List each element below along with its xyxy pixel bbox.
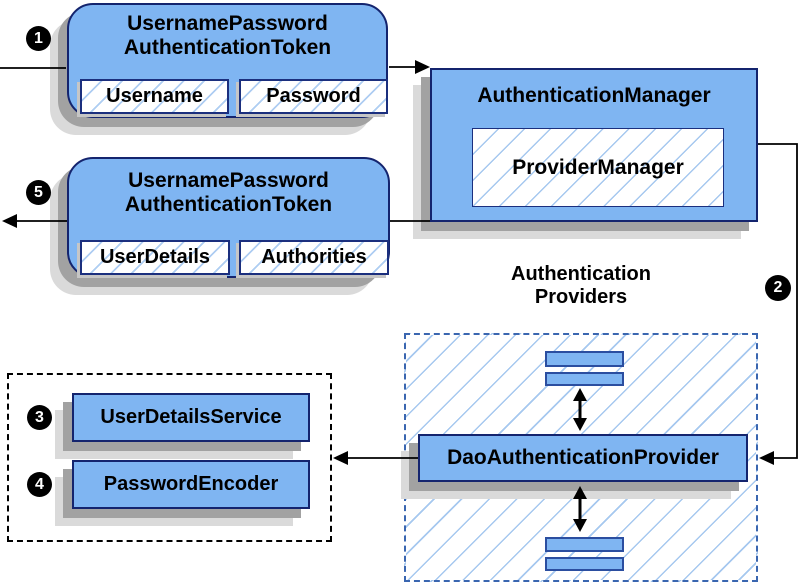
arrowhead-outgoing-response-icon <box>2 214 17 228</box>
step-badge-4: 4 <box>27 472 52 497</box>
authorities-field-box: Authorities <box>239 240 389 275</box>
arrowhead-into-manager-icon <box>415 60 430 74</box>
request-token-node: UsernamePassword AuthenticationToken Use… <box>67 3 388 118</box>
provider-placeholder-bar-top-2 <box>545 372 624 386</box>
connector-manager-to-dao <box>758 143 798 459</box>
password-encoder-label: PasswordEncoder <box>103 473 279 495</box>
password-field-box: Password <box>239 79 388 114</box>
authentication-providers-heading: Authentication Providers <box>511 263 651 308</box>
request-token-title: UsernamePassword AuthenticationToken <box>123 12 332 59</box>
step-badge-1: 1 <box>26 26 51 51</box>
arrowhead-into-services-icon <box>333 451 348 465</box>
dao-authentication-provider-node: DaoAuthenticationProvider <box>418 434 748 482</box>
provider-placeholder-bar-top-1 <box>545 351 624 367</box>
provider-placeholder-bar-bottom-2 <box>545 557 624 571</box>
provider-manager-label: ProviderManager <box>512 155 684 179</box>
authentication-manager-node: AuthenticationManager ProviderManager <box>430 68 758 222</box>
step-badge-5: 5 <box>26 180 51 205</box>
step-badge-3: 3 <box>27 405 52 430</box>
username-field-box: Username <box>80 79 229 114</box>
password-field-label: Password <box>266 85 361 107</box>
step-badge-1-label: 1 <box>34 29 43 47</box>
provider-placeholder-bar-bottom-1 <box>545 537 624 552</box>
user-details-service-node: UserDetailsService <box>72 393 310 442</box>
step-badge-3-label: 3 <box>35 408 44 426</box>
step-badge-2-label: 2 <box>773 279 783 296</box>
provider-manager-box: ProviderManager <box>472 128 724 207</box>
user-details-service-label: UserDetailsService <box>100 406 282 428</box>
userdetails-field-label: UserDetails <box>99 246 211 268</box>
step-badge-2: 2 <box>765 275 791 301</box>
authorities-field-label: Authorities <box>261 246 367 268</box>
response-token-title: UsernamePassword AuthenticationToken <box>124 169 333 216</box>
username-field-label: Username <box>106 85 203 107</box>
authentication-manager-title: AuthenticationManager <box>477 84 711 107</box>
password-encoder-node: PasswordEncoder <box>72 460 310 509</box>
response-token-node: UsernamePassword AuthenticationToken Use… <box>67 157 390 278</box>
dao-authentication-provider-label: DaoAuthenticationProvider <box>447 446 719 469</box>
userdetails-field-box: UserDetails <box>80 240 230 275</box>
arrowhead-into-dao-icon <box>759 451 774 465</box>
step-badge-4-label: 4 <box>35 475 44 493</box>
step-badge-5-label: 5 <box>34 183 43 201</box>
